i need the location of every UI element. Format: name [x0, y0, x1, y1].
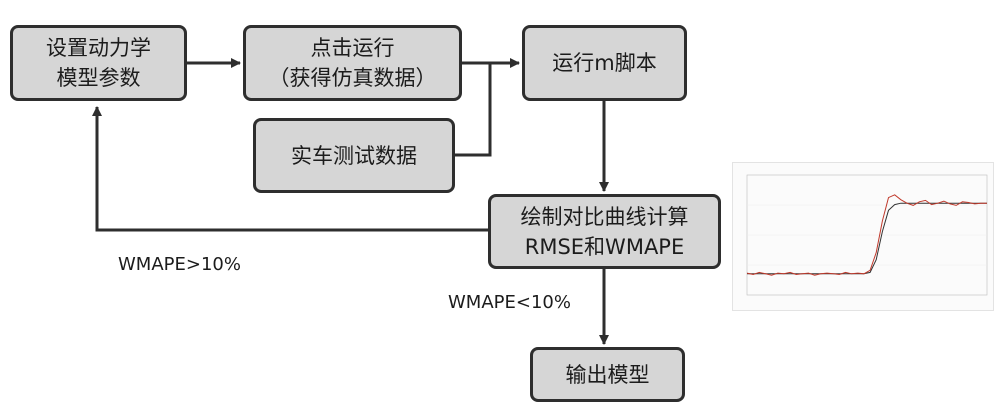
series-line-0 — [747, 202, 987, 275]
node-vehicle-data: 实车测试数据 — [253, 118, 455, 193]
node-click-run: 点击运行 （获得仿真数据） — [243, 25, 462, 101]
node-set-params: 设置动力学模型参数 — [10, 25, 187, 101]
node-output-model: 输出模型 — [530, 347, 685, 402]
node-text: RMSE和WMAPE — [524, 234, 685, 259]
thumbnail-chart — [732, 162, 994, 311]
node-text: 点击运行 — [310, 36, 395, 60]
series-line-1 — [746, 194, 987, 276]
thumbnail-chart-plot — [746, 174, 988, 296]
node-text: 运行m脚本 — [552, 51, 657, 75]
node-text: （获得仿真数据） — [268, 66, 437, 90]
edge-label-pass: WMAPE<10% — [448, 292, 571, 313]
node-text: 实车测试数据 — [291, 143, 417, 168]
node-plot-compare: 绘制对比曲线计算 RMSE和WMAPE — [488, 194, 721, 269]
node-text: 输出模型 — [565, 362, 650, 387]
node-text: 绘制对比曲线计算 — [520, 204, 689, 229]
plot-grid — [747, 204, 987, 266]
node-text: 设置动力学 — [46, 36, 151, 60]
arrow-plot-loop-back — [92, 106, 488, 232]
node-run-script: 运行m脚本 — [522, 25, 687, 101]
node-text: 模型参数 — [56, 66, 141, 90]
arrow-vehicle-to-script — [455, 63, 492, 157]
plot-lines — [746, 194, 987, 276]
edge-label-loop-back: WMAPE>10% — [118, 254, 241, 275]
